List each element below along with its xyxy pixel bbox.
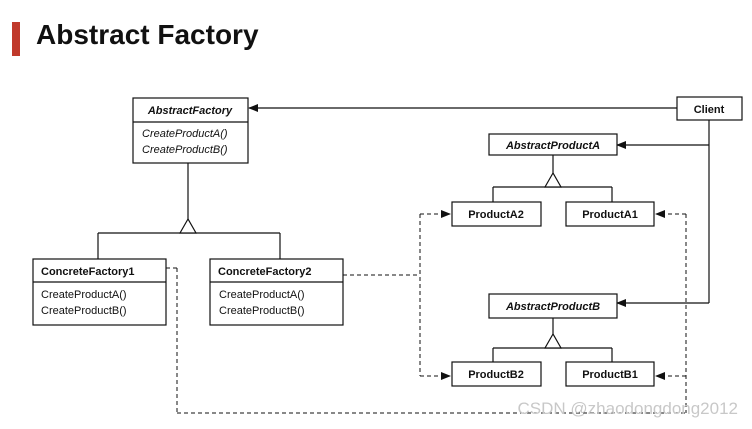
class-product-a2: ProductA2 — [451, 201, 542, 227]
class-name: AbstractProductA — [505, 140, 600, 152]
class-name: AbstractFactory — [147, 105, 233, 117]
watermark: CSDN @zhaodongdong2012 — [517, 399, 738, 418]
class-name: AbstractProductB — [505, 301, 600, 313]
class-concrete-factory-1: ConcreteFactory1 CreateProductA() Create… — [32, 258, 167, 326]
operation: CreateProductB() — [41, 305, 127, 317]
dependency-lines — [166, 210, 687, 414]
title-accent-bar — [12, 22, 20, 56]
class-abstract-product-a: AbstractProductA — [488, 133, 618, 156]
class-name: ConcreteFactory2 — [218, 266, 312, 278]
class-client: Client — [676, 96, 743, 121]
operation: CreateProductA() — [41, 289, 127, 301]
operation: CreateProductA() — [219, 289, 305, 301]
class-abstract-factory: AbstractFactory CreateProductA() CreateP… — [132, 97, 249, 164]
operation: CreateProductB() — [219, 305, 305, 317]
inheritance-triangles — [178, 171, 563, 349]
class-product-b2: ProductB2 — [451, 361, 542, 387]
inheritance-lines — [97, 155, 613, 362]
slide-title: Abstract Factory — [36, 19, 259, 50]
class-abstract-product-b: AbstractProductB — [488, 293, 618, 319]
client-associations — [248, 104, 710, 307]
class-product-a1: ProductA1 — [565, 201, 655, 227]
class-concrete-factory-2: ConcreteFactory2 CreateProductA() Create… — [209, 258, 344, 326]
class-name: ProductA2 — [468, 209, 524, 221]
class-name: ProductB1 — [582, 369, 638, 381]
class-name: ConcreteFactory1 — [41, 266, 135, 278]
class-name: ProductA1 — [582, 209, 638, 221]
operation: CreateProductA() — [142, 128, 228, 140]
class-name: Client — [694, 104, 725, 116]
operation: CreateProductB() — [142, 144, 228, 156]
class-product-b1: ProductB1 — [565, 361, 655, 387]
class-name: ProductB2 — [468, 369, 524, 381]
